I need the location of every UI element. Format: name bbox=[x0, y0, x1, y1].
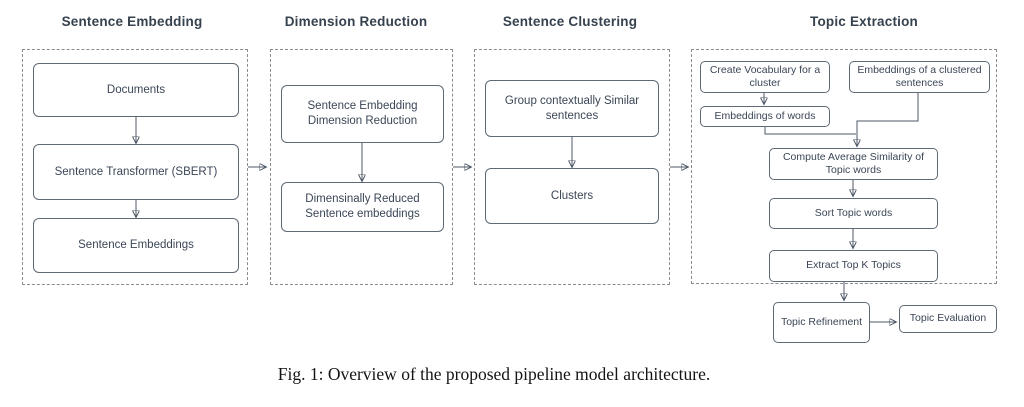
figure-caption: Fig. 1: Overview of the proposed pipelin… bbox=[277, 364, 711, 384]
node-embedding-dimension-reduction: Sentence Embedding Dimension Reduction bbox=[281, 85, 444, 143]
group-dimension-reduction bbox=[270, 49, 453, 285]
node-sentence-transformer-sbert: Sentence Transformer (SBERT) bbox=[33, 144, 239, 200]
node-sentence-embeddings: Sentence Embeddings bbox=[33, 218, 239, 273]
node-create-vocabulary: Create Vocabulary for a cluster bbox=[700, 61, 830, 93]
node-topic-refinement: Topic Refinement bbox=[773, 302, 870, 343]
node-topic-evaluation: Topic Evaluation bbox=[899, 305, 997, 333]
node-dimensionally-reduced-embeddings: Dimensinally Reduced Sentence embeddings bbox=[281, 182, 444, 232]
node-sort-topic-words: Sort Topic words bbox=[769, 198, 938, 229]
group-sentence-embedding bbox=[22, 49, 248, 285]
section-title-dimension-reduction: Dimension Reduction bbox=[284, 14, 428, 29]
section-title-topic-extraction: Topic Extraction bbox=[810, 14, 918, 29]
section-title-sentence-clustering: Sentence Clustering bbox=[502, 14, 638, 29]
node-embeddings-clustered-sentences: Embeddings of a clustered sentences bbox=[849, 61, 990, 93]
node-embeddings-of-words: Embeddings of words bbox=[700, 106, 830, 127]
section-title-sentence-embedding: Sentence Embedding bbox=[61, 14, 203, 29]
node-extract-top-k-topics: Extract Top K Topics bbox=[769, 250, 938, 282]
node-documents: Documents bbox=[33, 63, 239, 117]
node-clusters: Clusters bbox=[485, 168, 659, 224]
group-sentence-clustering bbox=[474, 49, 670, 285]
node-group-similar-sentences: Group contextually Similar sentences bbox=[485, 80, 659, 137]
node-compute-average-similarity: Compute Average Similarity of Topic word… bbox=[769, 148, 938, 180]
